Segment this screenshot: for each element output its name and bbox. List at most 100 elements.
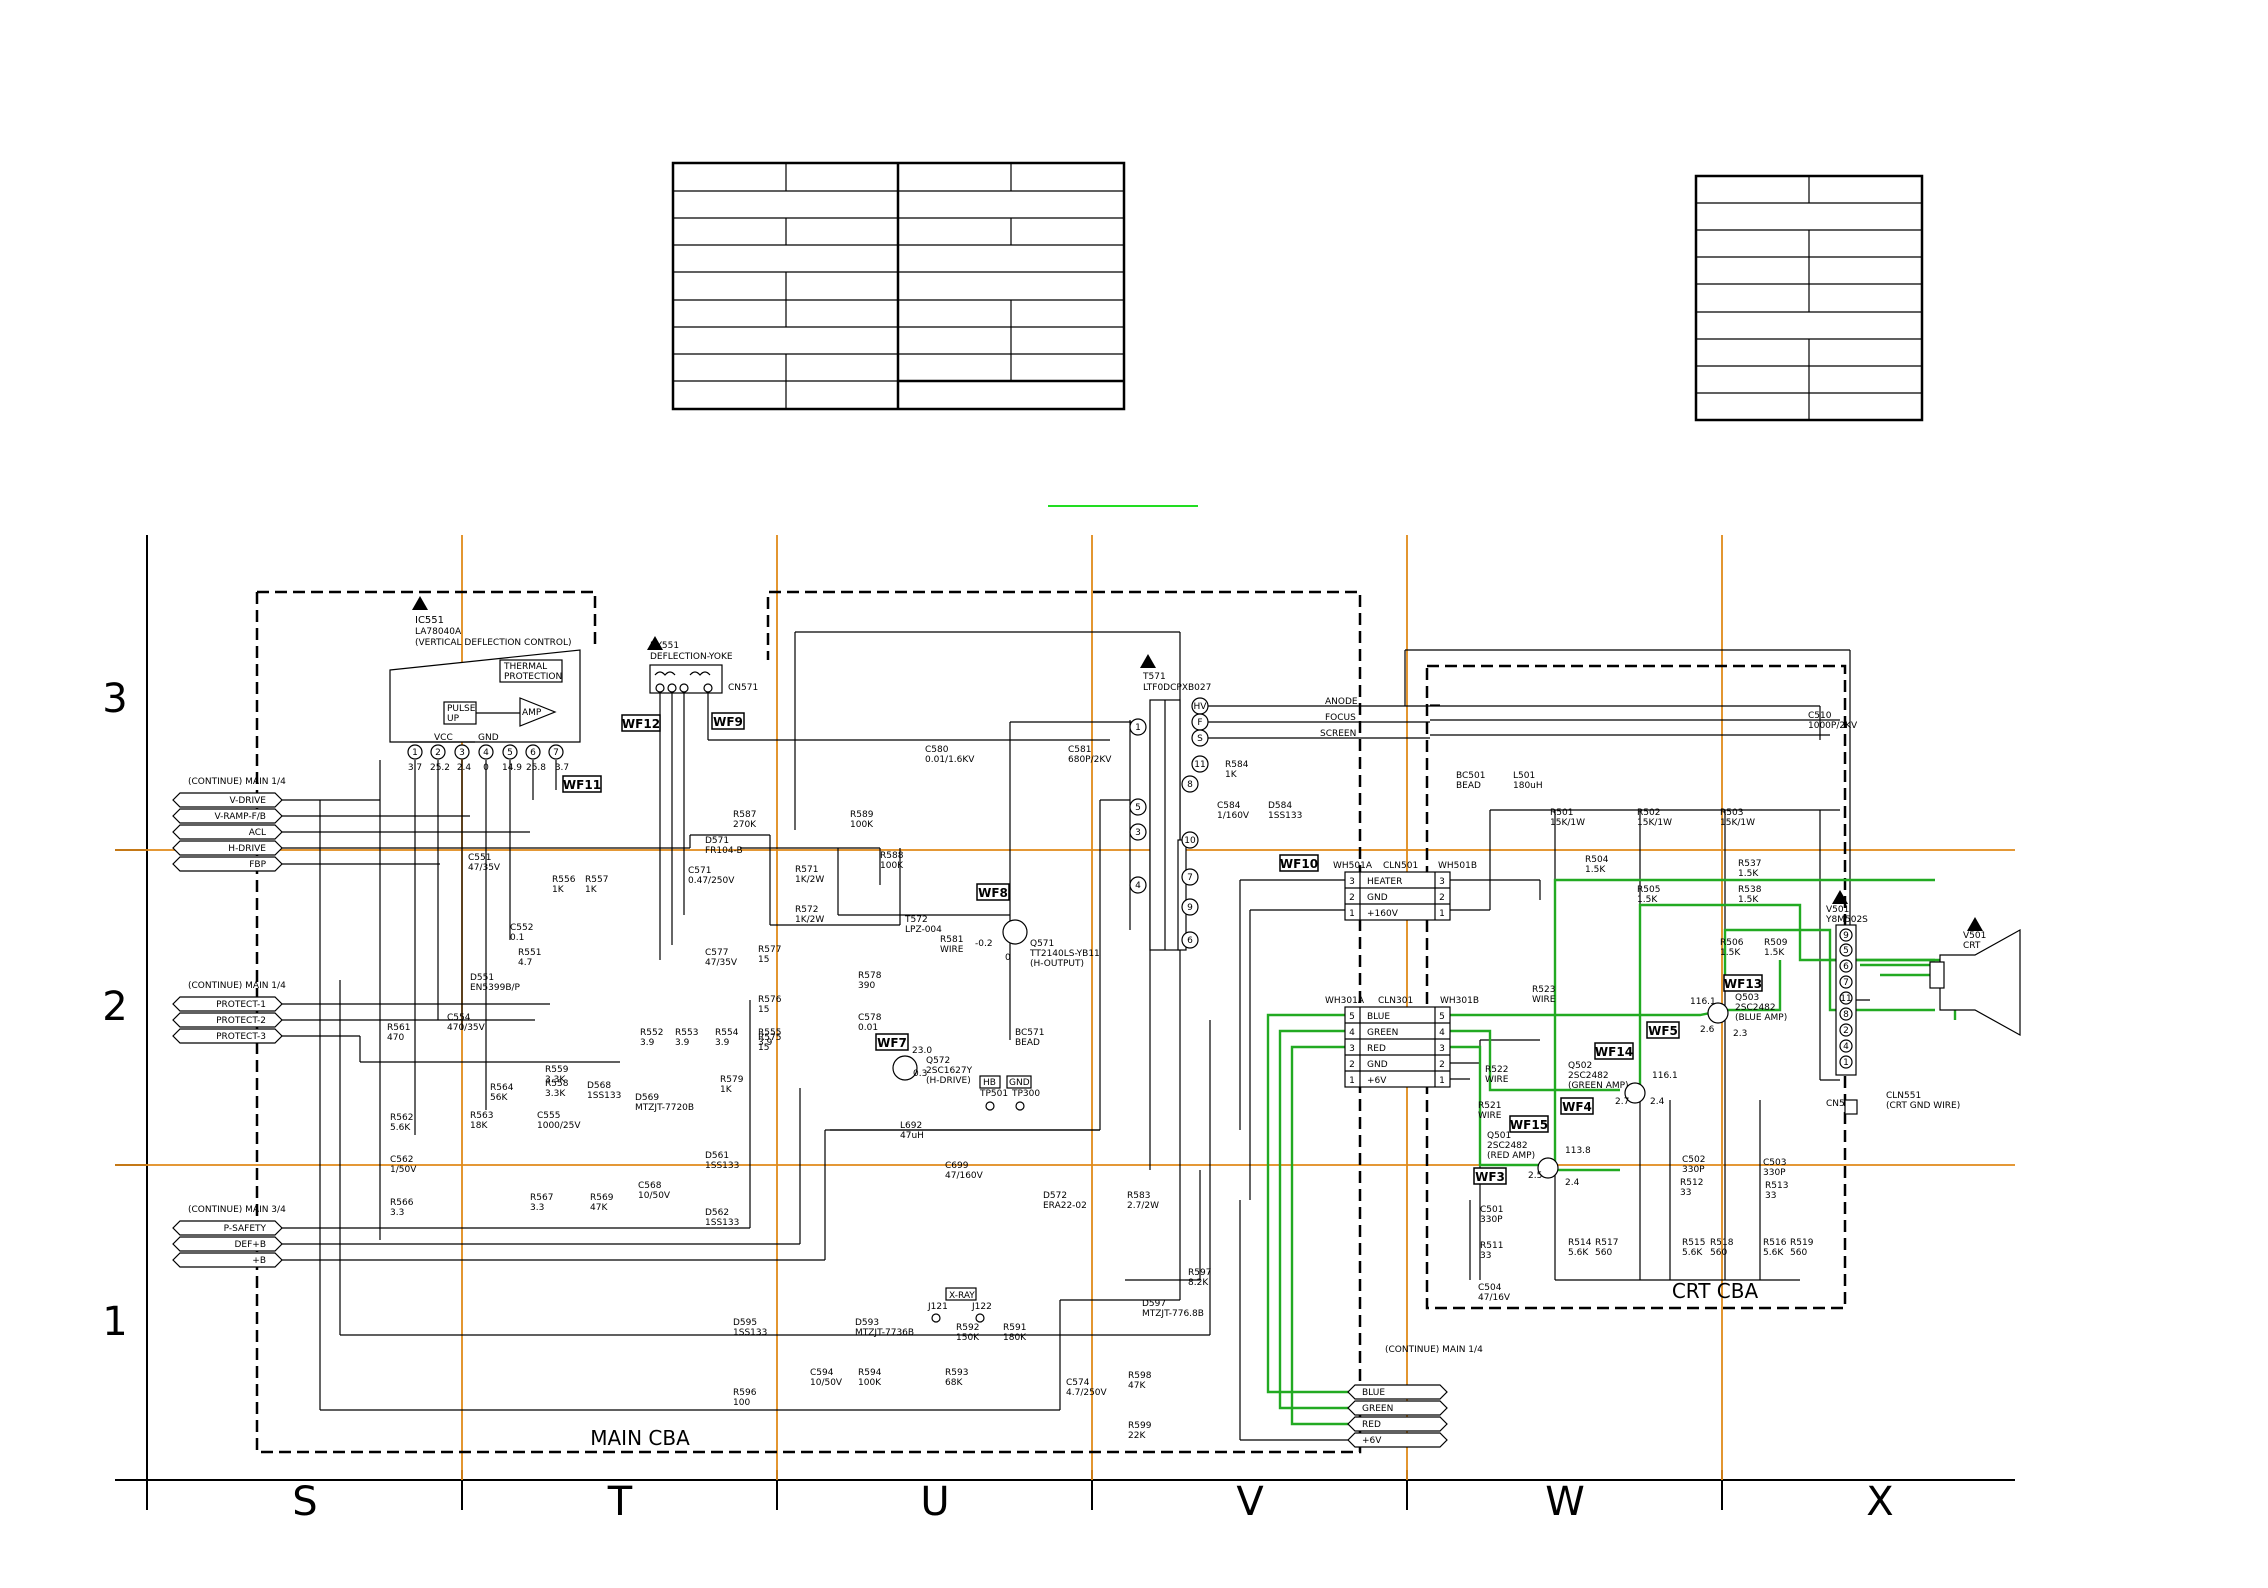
voltage: 113.8 — [1565, 1146, 1591, 1156]
svg-text:1: 1 — [1135, 723, 1141, 733]
component-value: MTZJT-7736B — [855, 1328, 914, 1338]
component-ref: C699 — [945, 1161, 969, 1171]
component-value: 1.5K — [1720, 948, 1741, 958]
svg-text:THERMAL: THERMAL — [503, 662, 547, 672]
crt-name: CRT — [1963, 941, 1981, 951]
component-value: ERA22-02 — [1043, 1201, 1087, 1211]
svg-text:GND: GND — [1367, 893, 1388, 903]
voltage: -0.2 — [975, 939, 993, 949]
component-value: 3.3 — [390, 1208, 404, 1218]
component-ref: R577 — [758, 945, 781, 955]
component-value: 47uH — [900, 1131, 924, 1141]
component-ref: R561 — [387, 1023, 410, 1033]
component-value: BEAD — [1456, 781, 1481, 791]
fbt-ref: T571 — [1142, 672, 1166, 682]
svg-text:WF3: WF3 — [1475, 1170, 1505, 1184]
conn-pin: V-RAMP-F/B — [214, 812, 266, 822]
hv-label: SCREEN — [1320, 729, 1356, 739]
component-value: 560 — [1595, 1248, 1612, 1258]
component-value: 330P — [1763, 1168, 1786, 1178]
svg-text:BLUE: BLUE — [1367, 1012, 1390, 1022]
conn-pin: RED — [1362, 1420, 1381, 1430]
testpoint-label: GND — [1009, 1078, 1030, 1088]
component-ref: R553 — [675, 1028, 698, 1038]
svg-text:6: 6 — [1843, 962, 1849, 972]
deflection-yoke — [649, 664, 723, 694]
yoke-cn: CN571 — [728, 683, 758, 693]
row-label: 2 — [102, 984, 127, 1030]
component-ref: R511 — [1480, 1241, 1503, 1251]
component-ref: R592 — [956, 1323, 979, 1333]
component-ref: D595 — [733, 1318, 757, 1328]
voltage: 2.5 — [1528, 1171, 1542, 1181]
component-value: 100K — [850, 820, 874, 830]
component-ref: D551 — [470, 973, 494, 983]
svg-text:PULSE: PULSE — [447, 704, 476, 714]
component-value: 47/16V — [1478, 1293, 1511, 1303]
left-connectors: (CONTINUE) MAIN 1/4 V-DRIVE V-RAMP-F/B A… — [172, 777, 286, 1268]
component-ref: R555 — [758, 1028, 781, 1038]
component-value: 1.5K — [1585, 865, 1606, 875]
svg-text:WF11: WF11 — [563, 778, 601, 792]
voltage: 2.3 — [1733, 1029, 1747, 1039]
component-value: 10/50V — [810, 1378, 843, 1388]
crt-ref: V501 — [1963, 931, 1986, 941]
component-ref: D568 — [587, 1081, 611, 1091]
component-ref: R515 — [1682, 1238, 1705, 1248]
component-ref: R556 — [552, 875, 576, 885]
svg-text:5: 5 — [1843, 946, 1849, 956]
hv-label: ANODE — [1325, 697, 1358, 707]
svg-text:1: 1 — [1439, 1076, 1445, 1086]
voltage: 2.4 — [1650, 1097, 1665, 1107]
component-value: 1K — [552, 885, 565, 895]
component-ref: R554 — [715, 1028, 739, 1038]
svg-text:5: 5 — [1135, 803, 1141, 813]
component-ref: R559 — [545, 1065, 569, 1075]
component-value: 1SS133 — [705, 1161, 739, 1171]
component-ref: R571 — [795, 865, 818, 875]
svg-text:10: 10 — [1184, 836, 1196, 846]
svg-text:25.8: 25.8 — [526, 763, 546, 773]
component-value: 1SS133 — [705, 1218, 739, 1228]
component-ref: R566 — [390, 1198, 414, 1208]
svg-text:F: F — [1197, 718, 1202, 728]
component-ref: R564 — [490, 1083, 514, 1093]
component-value: 470 — [387, 1033, 404, 1043]
component-value: 15 — [758, 1043, 769, 1053]
component-value: 5.6K — [1682, 1248, 1703, 1258]
cn501: CN501 — [1826, 1099, 1856, 1109]
component-ref: R509 — [1764, 938, 1788, 948]
svg-text:9: 9 — [1187, 903, 1193, 913]
component-value: 1.5K — [1738, 895, 1759, 905]
component-value: 180uH — [1513, 781, 1543, 791]
component-value: WIRE — [1478, 1111, 1502, 1121]
conn-pin: PROTECT-2 — [216, 1016, 266, 1026]
component-value: 3.9 — [640, 1038, 655, 1048]
cln501-left: WH501A — [1333, 861, 1373, 871]
svg-text:UP: UP — [447, 714, 460, 724]
component-value: 1K — [720, 1085, 733, 1095]
component-value: 2.7/2W — [1127, 1201, 1159, 1211]
component-value: 180K — [1003, 1333, 1027, 1343]
component-ref: L692 — [900, 1121, 922, 1131]
component-ref: R579 — [720, 1075, 744, 1085]
component-value: 47/160V — [945, 1171, 984, 1181]
testpoint-label: HB — [983, 1078, 996, 1088]
ic-ref: IC551 — [415, 615, 444, 626]
parts-table-left — [671, 161, 1126, 411]
component-ref: R516 — [1763, 1238, 1787, 1248]
svg-text:5: 5 — [1349, 1012, 1355, 1022]
component-ref: R552 — [640, 1028, 663, 1038]
component-value: 3.3K — [545, 1089, 566, 1099]
component-value: BEAD — [1015, 1038, 1040, 1048]
component-value: MTZJT-776.8B — [1142, 1309, 1204, 1319]
component-value: 1000P/2KV — [1808, 721, 1858, 731]
component-ref: R501 — [1550, 808, 1573, 818]
svg-text:WF10: WF10 — [1280, 857, 1318, 871]
component-ref: R581 — [940, 935, 963, 945]
component-value: 270K — [733, 820, 757, 830]
crt-socket: 9 5 6 7 11 8 2 4 1 — [1835, 924, 1857, 1076]
conn-pin: ACL — [249, 828, 266, 838]
component-value: 0.1 — [510, 933, 524, 943]
row-label: 3 — [102, 676, 127, 722]
